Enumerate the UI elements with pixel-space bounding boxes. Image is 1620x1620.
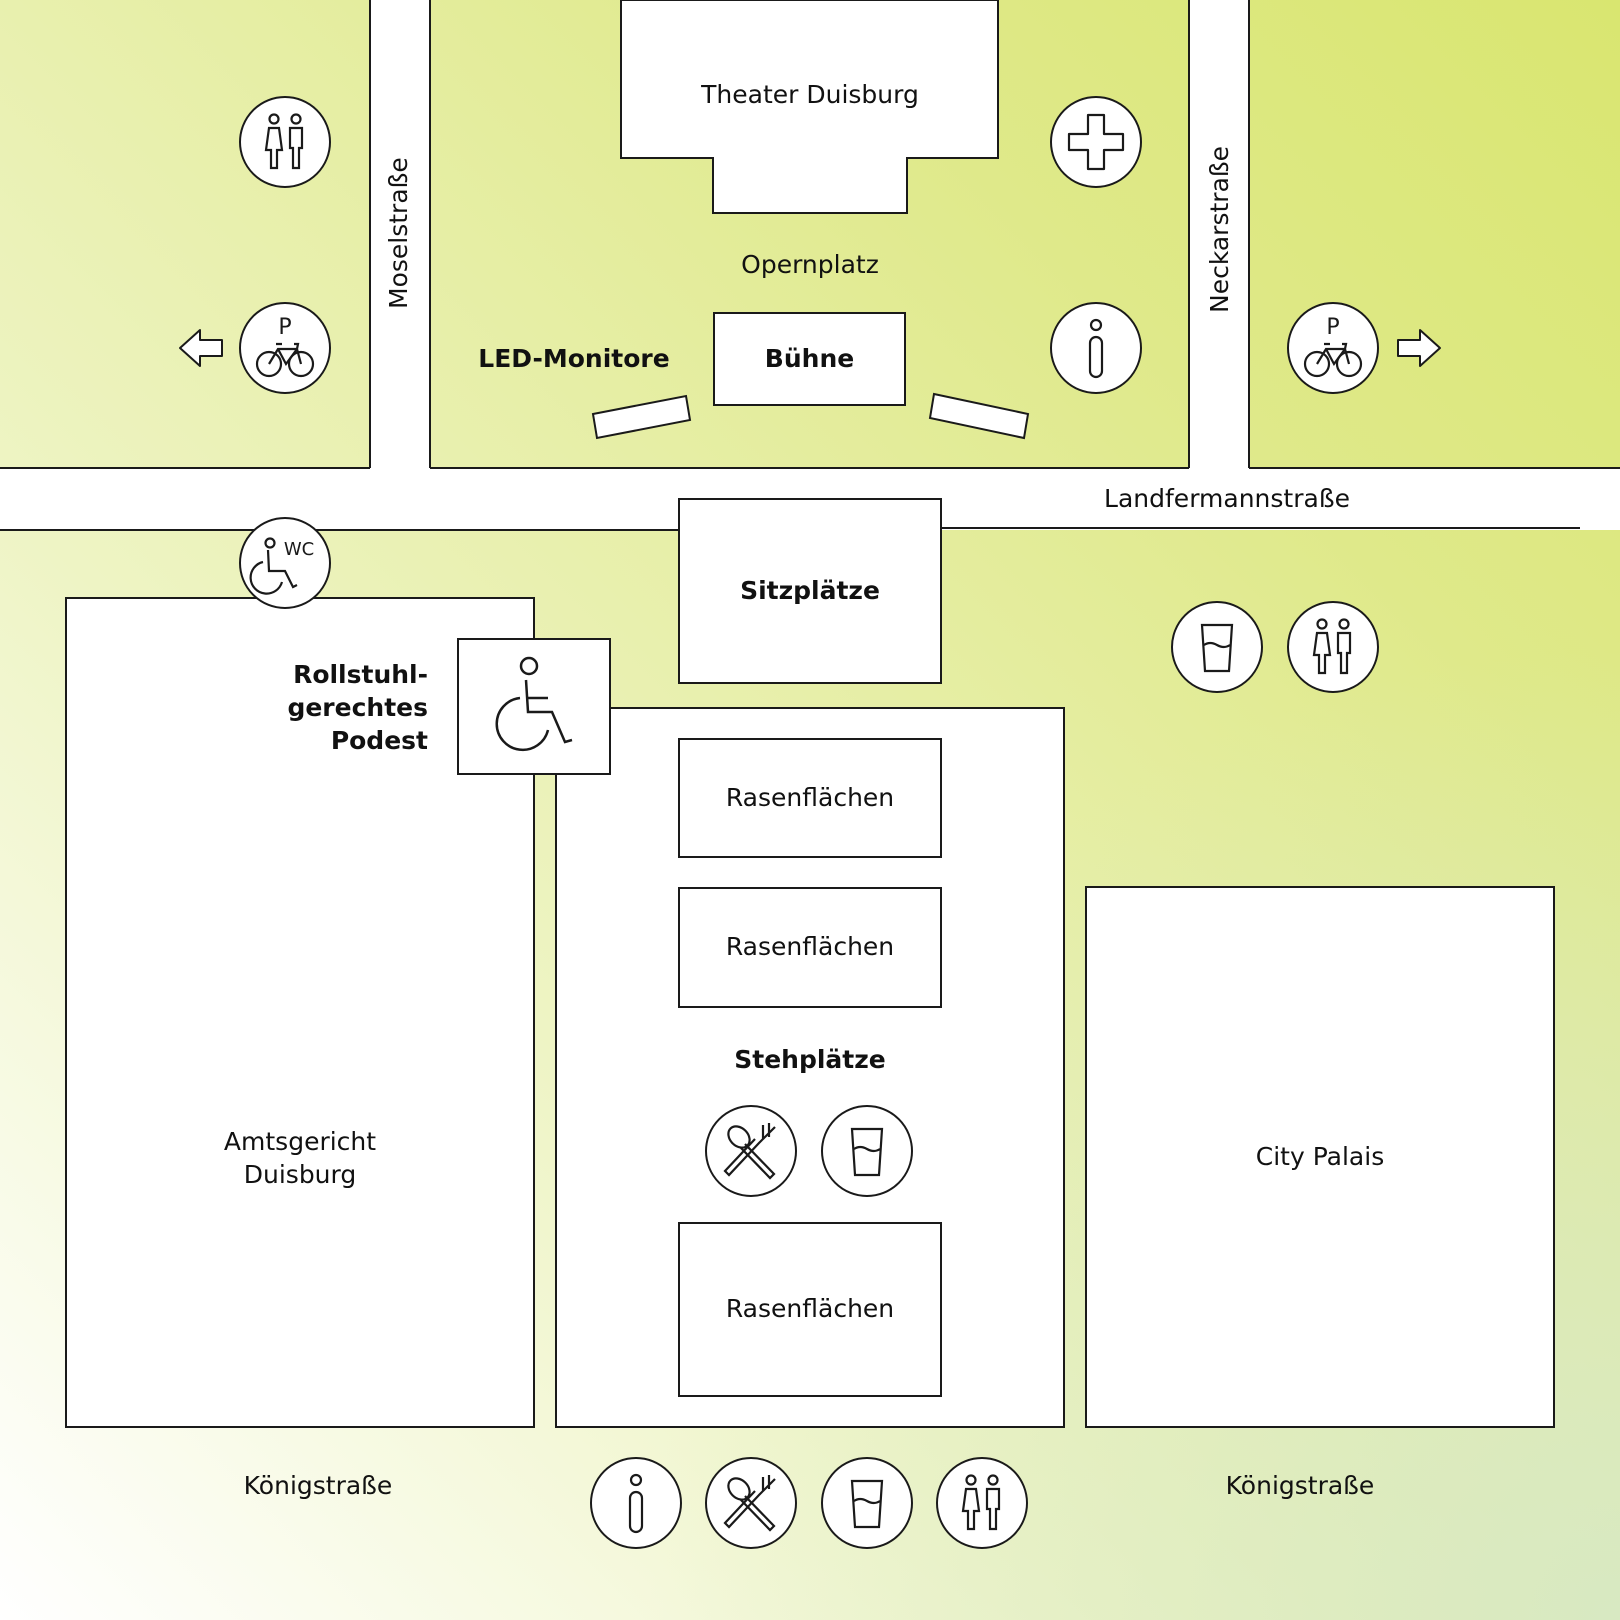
theater-label: Theater Duisburg	[701, 80, 919, 109]
bicycle-parking-icon: P	[1287, 302, 1379, 394]
drink-icon	[821, 1105, 913, 1197]
drink-icon	[1171, 601, 1263, 693]
city-palais-building	[1085, 886, 1555, 1428]
seating-label: Sitzplätze	[740, 576, 880, 605]
landfermannstrasse-label: Landfermannstraße	[1104, 484, 1350, 513]
stage-label: Bühne	[764, 344, 855, 373]
wheelchair-platform	[457, 638, 611, 775]
moselstrasse-label: Moselstraße	[384, 157, 413, 309]
koenigstrasse-left-label: Königstraße	[243, 1471, 393, 1500]
lawn-1-label: Rasenflächen	[725, 783, 895, 812]
koenigstrasse-right-label: Königstraße	[1225, 1471, 1375, 1500]
seating-area	[678, 498, 942, 684]
lawn-3-label: Rasenflächen	[725, 1294, 895, 1323]
amtsgericht-label-line1: Amtsgericht	[223, 1127, 377, 1156]
platform-label-line2: gerechtes	[287, 693, 428, 722]
food-icon	[705, 1105, 797, 1197]
parking-letter: P	[278, 315, 291, 340]
first-aid-icon	[1050, 96, 1142, 188]
platform-label-line3: Podest	[330, 726, 428, 755]
wheelchair-icon	[495, 656, 573, 752]
arrow-left-icon	[179, 329, 223, 367]
accessible-wc-icon: WC	[239, 517, 331, 609]
toilets-icon	[936, 1457, 1028, 1549]
toilets-icon	[239, 96, 331, 188]
platform-label-line1: Rollstuhl-	[293, 660, 428, 689]
lawn-1	[678, 738, 942, 858]
standing-area-label: Stehplätze	[734, 1045, 886, 1074]
led-monitors-label: LED-Monitore	[478, 344, 670, 373]
amtsgericht-building	[65, 597, 535, 1428]
led-monitor-left	[591, 394, 692, 440]
opernplatz-label: Opernplatz	[741, 250, 879, 279]
led-monitor-right	[928, 392, 1030, 440]
lawn-3	[678, 1222, 942, 1397]
drink-icon	[821, 1457, 913, 1549]
neckarstrasse-street	[1189, 0, 1249, 470]
city-palais-label: City Palais	[1255, 1142, 1385, 1171]
info-icon	[590, 1457, 682, 1549]
parking-letter: P	[1326, 315, 1339, 340]
bicycle-parking-icon: P	[239, 302, 331, 394]
arrow-right-icon	[1397, 329, 1441, 367]
neckarstrasse-label: Neckarstraße	[1205, 145, 1234, 313]
amtsgericht-label-line2: Duisburg	[243, 1160, 357, 1189]
wc-text: WC	[284, 539, 314, 560]
toilets-icon	[1287, 601, 1379, 693]
theater-building	[620, 0, 999, 214]
food-icon	[705, 1457, 797, 1549]
stage	[713, 312, 906, 406]
info-icon	[1050, 302, 1142, 394]
lawn-2-label: Rasenflächen	[725, 932, 895, 961]
lawn-2	[678, 887, 942, 1008]
moselstrasse-street	[370, 0, 430, 470]
